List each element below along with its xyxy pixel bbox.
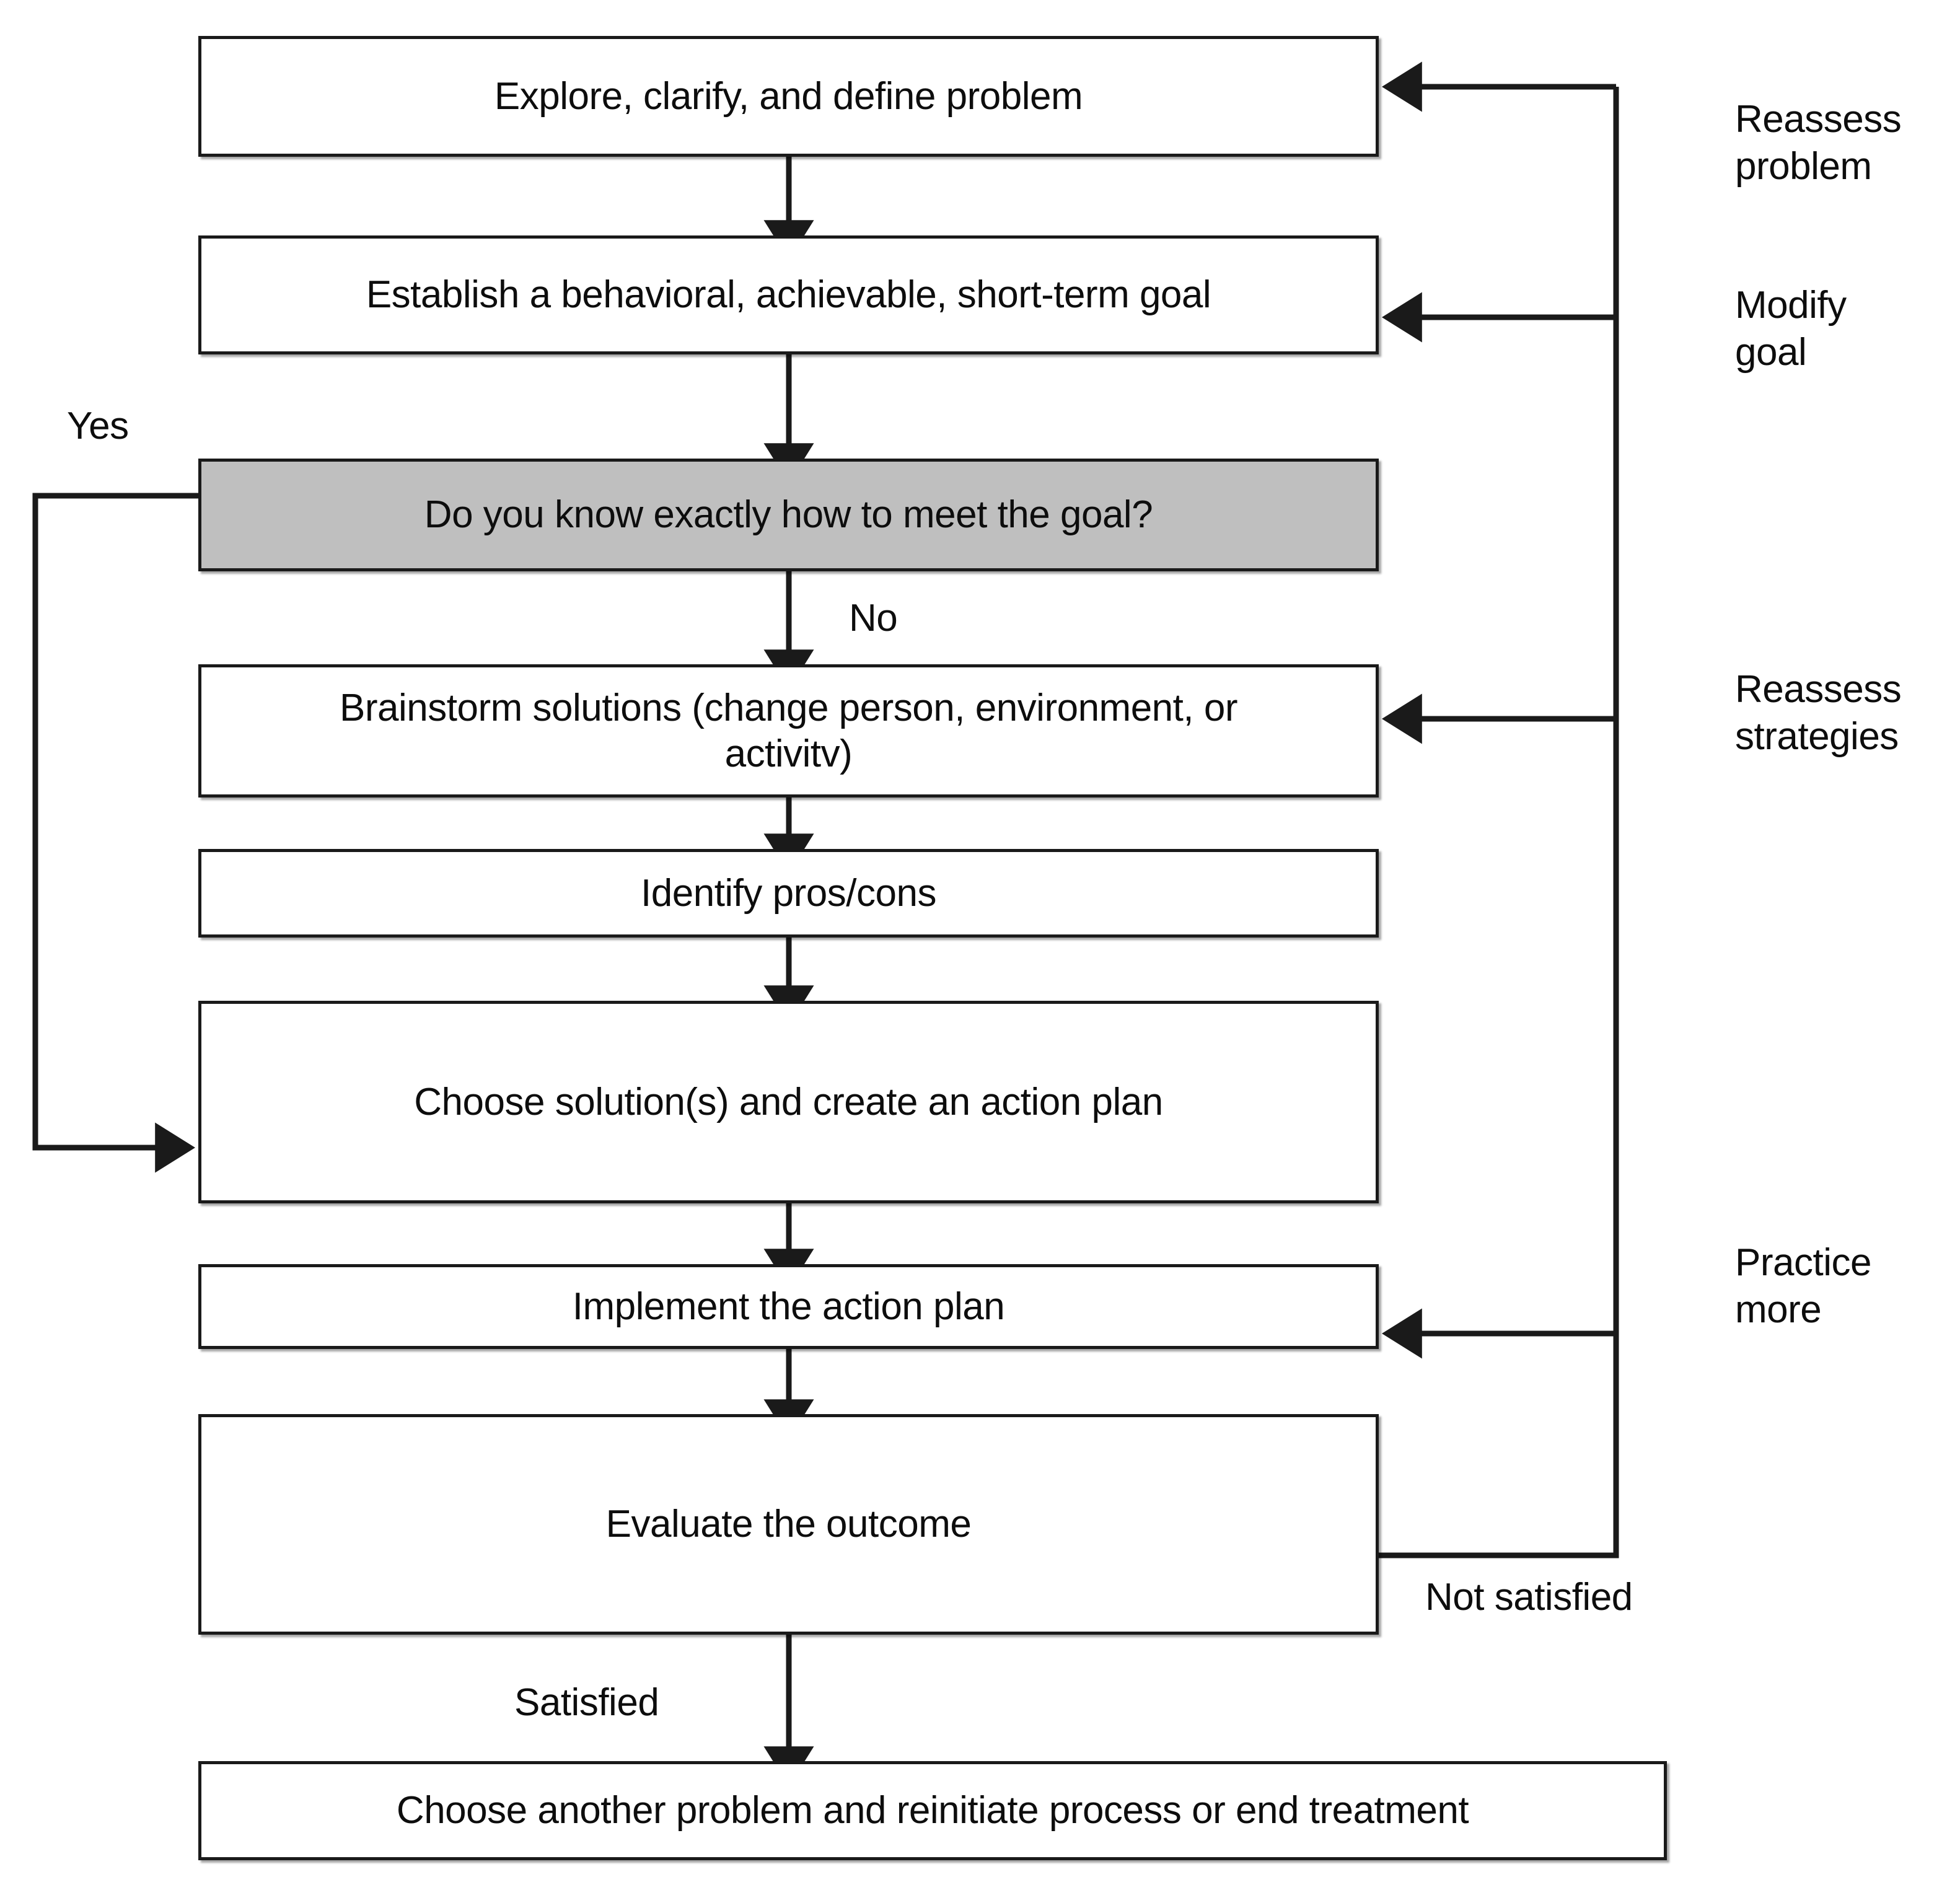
- node-implement-action-plan[interactable]: Implement the action plan: [198, 1264, 1379, 1349]
- node-choose-another-problem[interactable]: Choose another problem and reinitiate pr…: [198, 1761, 1667, 1860]
- node-label: Evaluate the outcome: [605, 1503, 972, 1546]
- edge-label-not-satisfied: Not satisfied: [1425, 1576, 1633, 1619]
- node-choose-solution[interactable]: Choose solution(s) and create an action …: [198, 1001, 1379, 1203]
- node-label: Implement the action plan: [572, 1285, 1005, 1328]
- node-label: Explore, clarify, and define problem: [494, 74, 1083, 118]
- node-label: Brainstorm solutions (change person, env…: [340, 687, 1237, 775]
- edge-label-reassess-problem: Reassess problem: [1735, 98, 1902, 188]
- node-label: Choose solution(s) and create an action …: [414, 1080, 1163, 1123]
- edge-label-satisfied: Satisfied: [514, 1681, 659, 1724]
- edge-label-practice-more: Practice more: [1735, 1241, 1871, 1331]
- edge-label-no: No: [849, 597, 898, 639]
- edge-label-reassess-strategies: Reassess strategies: [1735, 668, 1902, 758]
- node-identify-pros-cons[interactable]: Identify pros/cons: [198, 849, 1379, 938]
- node-brainstorm-solutions[interactable]: Brainstorm solutions (change person, env…: [198, 664, 1379, 798]
- node-establish-goal[interactable]: Establish a behavioral, achievable, shor…: [198, 235, 1379, 354]
- edge-label-modify-goal: Modify goal: [1735, 284, 1847, 374]
- connector-not-satisfied-trunk: [1373, 87, 1619, 1558]
- node-label: Identify pros/cons: [641, 871, 936, 915]
- node-label: Establish a behavioral, achievable, shor…: [366, 273, 1211, 317]
- node-evaluate-outcome[interactable]: Evaluate the outcome: [198, 1414, 1379, 1635]
- node-decision-know-how[interactable]: Do you know exactly how to meet the goal…: [198, 459, 1379, 571]
- connector-yes-branch: [32, 493, 200, 1173]
- node-label: Choose another problem and reinitiate pr…: [396, 1789, 1469, 1832]
- node-label: Do you know exactly how to meet the goal…: [424, 493, 1153, 537]
- edge-label-yes: Yes: [67, 405, 129, 447]
- node-explore-problem[interactable]: Explore, clarify, and define problem: [198, 36, 1379, 157]
